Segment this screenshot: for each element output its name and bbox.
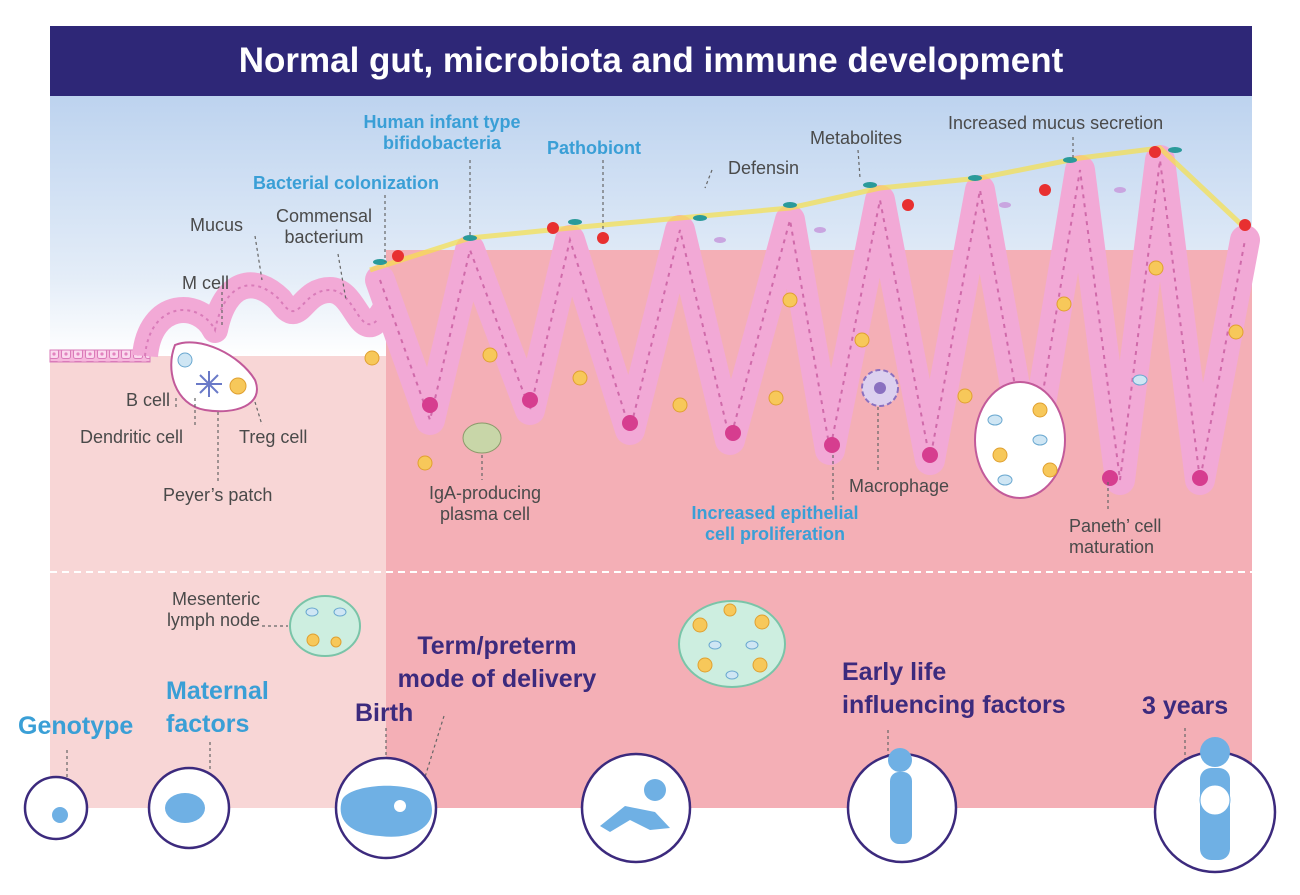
macrophage-icon: [861, 369, 899, 407]
timeline-icons: [23, 750, 1277, 874]
dendritic-cell-icon: [196, 371, 222, 397]
epithelium-fold-edge: [144, 284, 391, 357]
label-b-cell: B cell: [126, 390, 171, 410]
villi-row-edge: [379, 159, 1246, 481]
mesenteric-lymph-node-icon: [289, 595, 361, 657]
page-title: Normal gut, microbiota and immune develo…: [50, 26, 1252, 96]
mucus-layer: [369, 145, 1247, 273]
label-metabolites: Metabolites: [810, 128, 903, 148]
stage-3-years: 3 years: [1142, 692, 1229, 720]
crypts: [422, 392, 1208, 486]
label-treg-cell: Treg cell: [239, 427, 308, 447]
label-m-cell: M cell: [182, 273, 230, 293]
lymphoid-follicle-icon: [974, 381, 1066, 499]
immune-cells: [170, 260, 1244, 499]
label-defensin: Defensin: [728, 158, 800, 178]
stage-genotype: Genotype: [18, 712, 134, 740]
label-mucus: Mucus: [190, 215, 244, 235]
bacteria: [373, 146, 1251, 265]
crawling-baby-icon: [580, 752, 692, 864]
mucosa-band: [50, 356, 386, 808]
label-macrophage: Macrophage: [849, 476, 950, 496]
label-dendritic-cell: Dendritic cell: [80, 427, 184, 447]
treg-cell-icon: [229, 377, 247, 395]
label-peyers-patch: Peyer’s patch: [163, 485, 273, 505]
label-bacterial-colonization: Bacterial colonization: [253, 173, 440, 193]
leader-lines: [66, 137, 1186, 778]
stage-birth: Birth: [355, 699, 414, 727]
epithelium-flat: [49, 349, 151, 363]
label-increased-mucus-secretion: Increased mucus secretion: [948, 113, 1164, 133]
b-cell-icon: [177, 352, 193, 368]
cell-icon: [23, 775, 89, 841]
label-pathobiont: Pathobiont: [547, 138, 641, 158]
iga-plasma-cell-icon: [462, 422, 502, 454]
